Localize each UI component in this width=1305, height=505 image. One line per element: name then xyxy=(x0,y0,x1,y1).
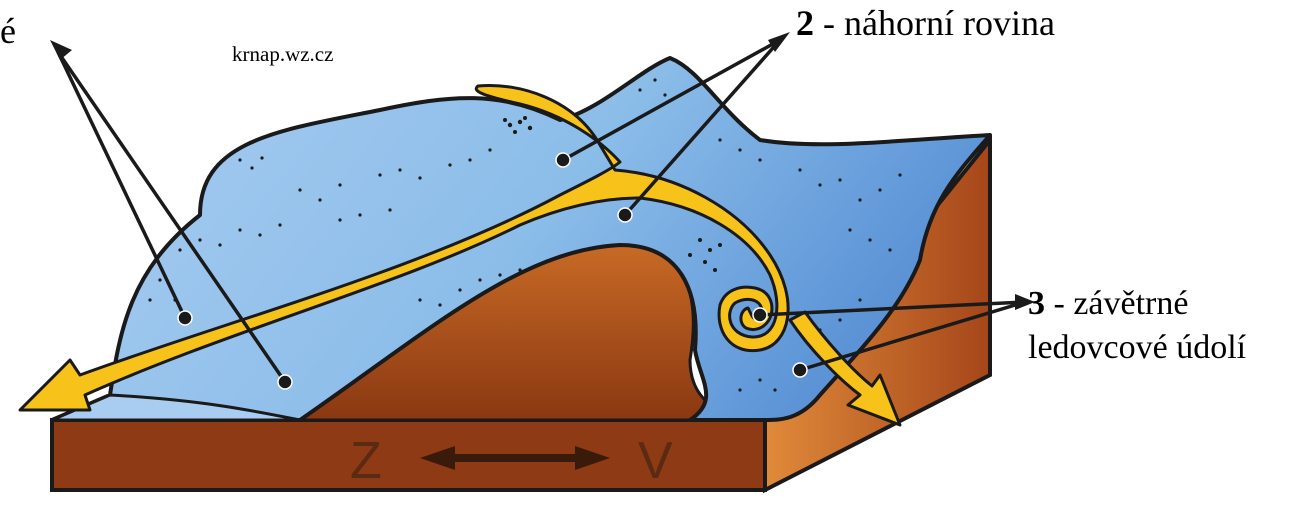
compass-east: V xyxy=(638,432,673,490)
label-1-fragment: é xyxy=(0,10,16,52)
label-2-plateau: 2 - náhorní rovina xyxy=(796,2,1055,44)
source-credit: krnap.wz.cz xyxy=(232,42,333,67)
label-3-lee-valley: 3 - závětrné ledovcové údolí xyxy=(1028,282,1246,370)
label-2-number: 2 xyxy=(796,3,814,43)
label-3-text: - závětrné xyxy=(1045,285,1188,322)
label-3-text-line2: ledovcové údolí xyxy=(1028,326,1246,370)
label-3-number: 3 xyxy=(1028,285,1045,322)
label-2-text: - náhorní rovina xyxy=(814,3,1055,43)
compass-west: Z xyxy=(350,432,382,490)
